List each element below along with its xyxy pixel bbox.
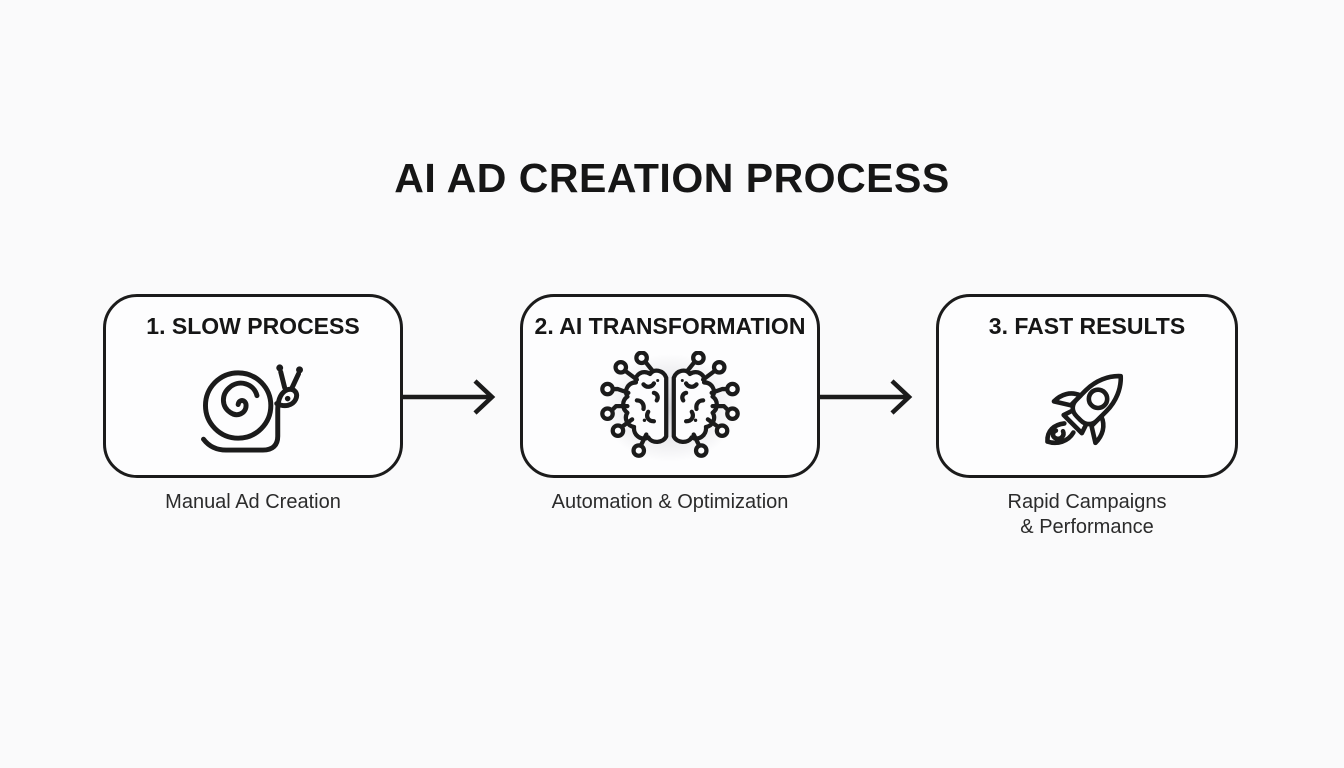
step-2: 2. AI TRANSFORMATION: [520, 294, 820, 515]
step-2-heading: 2. AI TRANSFORMATION: [534, 313, 806, 339]
step-2-caption: Automation & Optimization: [551, 491, 789, 513]
flow-arrow-2: [820, 379, 913, 415]
step-3-box: 3. FAST RESULTS: [936, 294, 1238, 478]
step-1: 1. SLOW PROCESS Manual Ad Creation: [103, 294, 403, 515]
ai-brain-circuit-icon: [600, 350, 741, 465]
step-2-icon-area: [523, 332, 817, 483]
step-1-caption: Manual Ad Creation: [165, 491, 341, 513]
step-3: 3. FAST RESULTS Rapid Campaigns & Perfor…: [936, 294, 1238, 540]
step-3-heading: 3. FAST RESULTS: [988, 313, 1186, 339]
step-2-box: 2. AI TRANSFORMATION: [520, 294, 820, 483]
snail-icon: [201, 364, 303, 453]
step-1-icon-area: [106, 340, 400, 475]
flow-arrow-1: [403, 379, 496, 415]
step-1-heading: 1. SLOW PROCESS: [146, 313, 360, 339]
rocket-icon: [1045, 373, 1123, 445]
step-3-caption: Rapid Campaigns & Performance: [1007, 491, 1167, 538]
step-3-icon-area: [939, 340, 1235, 475]
step-1-box: 1. SLOW PROCESS: [103, 294, 403, 478]
page-title: AI AD CREATION PROCESS: [394, 155, 950, 201]
